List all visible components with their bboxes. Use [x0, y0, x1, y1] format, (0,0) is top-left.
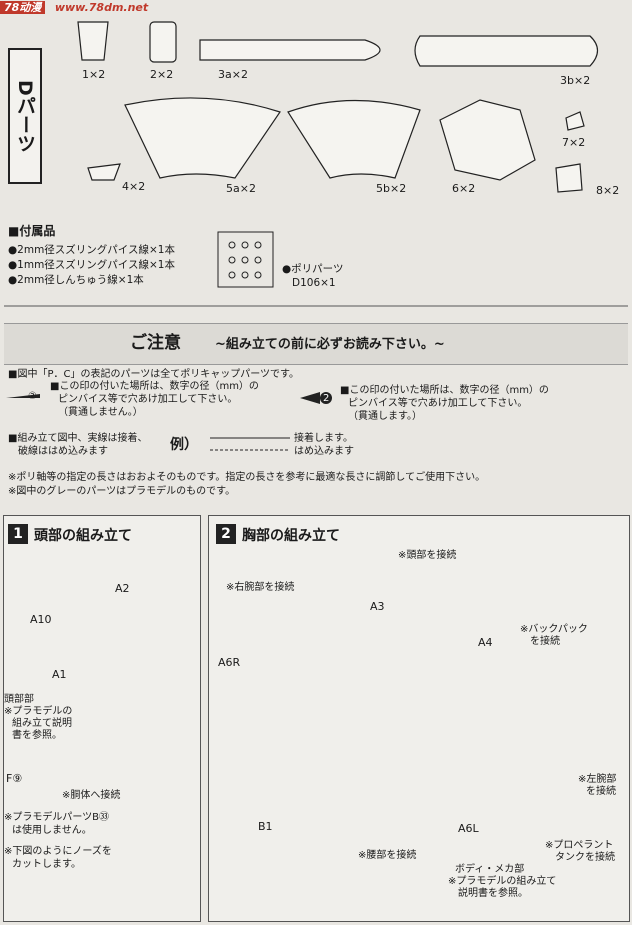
- step1-box: [3, 515, 201, 922]
- right-arm-note: ※右腕部を接続: [226, 582, 295, 593]
- cut-note-1: ※下図のようにノーズを: [4, 846, 112, 857]
- backpack-note-1: ※バックパック: [520, 624, 588, 635]
- head-note-4: 書を参照。: [12, 730, 62, 741]
- part-label-1: 1×2: [82, 68, 106, 81]
- part-label-3b: 3b×2: [560, 74, 591, 87]
- note-1: ※ポリ軸等の指定の長さはおおよそのものです。指定の長さを参考に最適な長さに調節し…: [8, 472, 486, 483]
- part-label-5a: 5a×2: [226, 182, 256, 195]
- head-note-1: 頭部部: [4, 694, 34, 705]
- notice-title: ご注意: [130, 333, 181, 353]
- cut-note-2: カットします。: [12, 859, 81, 870]
- part-label-8: 8×2: [596, 184, 620, 197]
- mark1-num: ②: [28, 391, 37, 402]
- part-label-5b: 5b×2: [376, 182, 407, 195]
- notice-bar: [4, 323, 628, 365]
- head-connect-note: ※頭部を接続: [398, 550, 457, 561]
- mark1-line-2: ピンバイス等で穴あけ加工して下さい。: [58, 394, 238, 405]
- label-a10: A10: [30, 613, 52, 626]
- step1-title: 頭部の組み立て: [34, 528, 132, 544]
- mark2-line-2: ピンバイス等で穴あけ加工して下さい。: [348, 398, 528, 409]
- label-b1: B1: [258, 820, 273, 833]
- backpack-note-2: を接続: [530, 636, 560, 647]
- body-mecha-note-3: 説明書を参照。: [458, 888, 528, 899]
- propellant-note-1: ※プロペラント: [545, 840, 614, 851]
- d-parts-label: Dパーツ: [8, 48, 42, 184]
- left-arm-note-1: ※左腕部: [578, 774, 617, 785]
- mark2-line-3: （貫通します。）: [348, 411, 422, 422]
- watermark-url: www.78dm.net: [54, 1, 149, 14]
- label-a6l: A6L: [458, 822, 479, 835]
- label-a3: A3: [370, 600, 385, 613]
- accessory-line-1: ●2mm径スズリングパイス線×1本: [8, 244, 175, 256]
- label-a4: A4: [478, 636, 493, 649]
- label-a6r: A6R: [218, 656, 241, 669]
- note-2: ※図中のグレーのパーツはプラモデルのものです。: [8, 486, 236, 497]
- label-a2: A2: [115, 582, 130, 595]
- body-mecha-note-1: ボディ・メカ部: [455, 864, 525, 875]
- step2-title: 胸部の組み立て: [242, 528, 340, 544]
- polyparts-code: D106×1: [292, 277, 336, 289]
- plastic-note-2: は使用しません。: [12, 825, 92, 836]
- step2-box: [208, 515, 630, 922]
- head-note-2: ※プラモデルの: [4, 706, 73, 717]
- pc-line: ■図中「P．C」の表記のパーツは全てポリキャップパーツです。: [8, 369, 300, 380]
- dashed-text: はめ込みます: [294, 446, 354, 457]
- part-label-2: 2×2: [150, 68, 174, 81]
- solid-text: 接着します。: [294, 433, 353, 444]
- assembly-line-2: 破線ははめ込みます: [18, 446, 108, 457]
- mark1-line-3: （貫通しません。）: [58, 407, 143, 418]
- accessory-line-2: ●1mm径スズリングパイス線×1本: [8, 259, 175, 271]
- mark1-line-1: ■この印の付いた場所は、数字の径（mm）の: [50, 381, 259, 392]
- accessories-title: ■付属品: [8, 224, 56, 238]
- notice-subtitle: ~組み立ての前に必ずお読み下さい。~: [215, 337, 445, 352]
- watermark: 78动漫 www.78dm.net: [0, 0, 632, 16]
- accessory-line-3: ●2mm径しんちゅう線×1本: [8, 274, 144, 286]
- step2-number: 2: [216, 524, 236, 544]
- plastic-note-1: ※プラモデルパーツB㉝: [4, 812, 110, 823]
- step1-number: 1: [8, 524, 28, 544]
- part-label-6: 6×2: [452, 182, 476, 195]
- label-f9: F⑨: [6, 772, 23, 785]
- part-label-7: 7×2: [562, 136, 586, 149]
- body-connect-note: ※胴体へ接続: [62, 790, 121, 801]
- waist-note: ※腰部を接続: [358, 850, 417, 861]
- assembly-line-1: ■組み立て図中、実線は接着、: [8, 433, 148, 444]
- watermark-brand: 78动漫: [0, 1, 46, 14]
- part-label-3a: 3a×2: [218, 68, 248, 81]
- body-mecha-note-2: ※プラモデルの組み立て: [448, 876, 557, 887]
- propellant-note-2: タンクを接続: [555, 852, 615, 863]
- mark2-num: 2: [323, 393, 330, 404]
- mark2-line-1: ■この印の付いた場所は、数字の径（mm）の: [340, 385, 549, 396]
- example-label: 例）: [170, 437, 198, 453]
- head-note-3: 組み立て説明: [12, 718, 72, 729]
- polyparts-label: ●ポリパーツ: [282, 263, 344, 275]
- left-arm-note-2: を接続: [586, 786, 616, 797]
- part-label-4: 4×2: [122, 180, 146, 193]
- label-a1: A1: [52, 668, 67, 681]
